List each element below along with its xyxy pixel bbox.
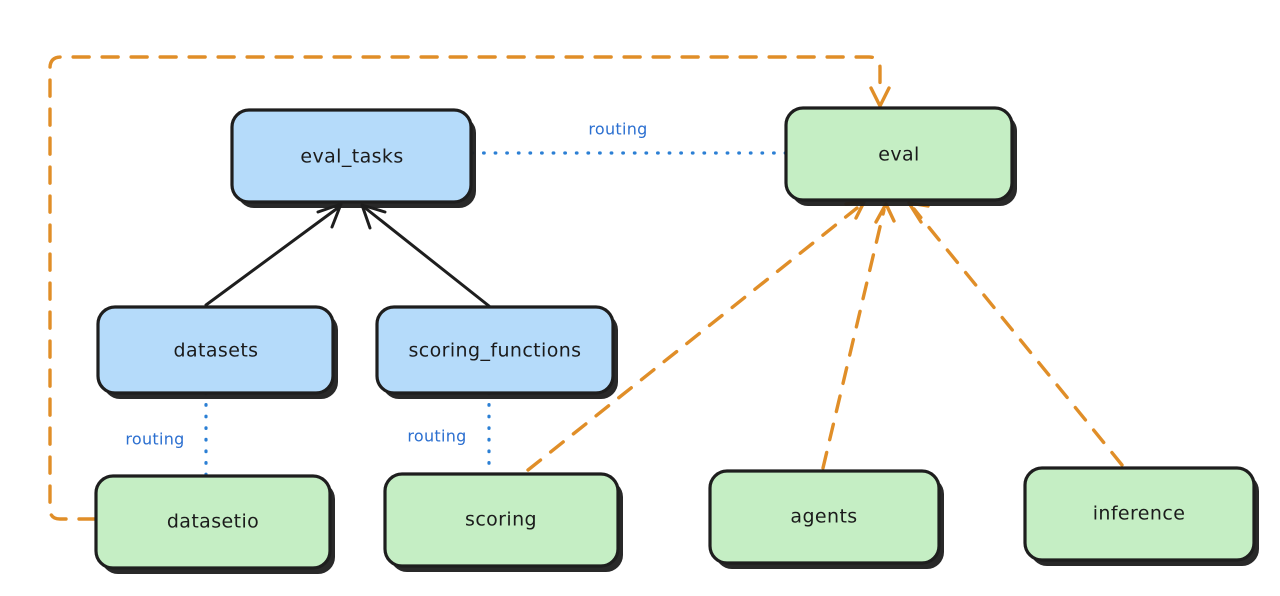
node-datasets-label: datasets [174,340,259,362]
edge-path-scoringfunctions-evaltasks [362,205,491,308]
edge-scoringfunctions-to-evaltasks [360,203,491,308]
node-inference-label: inference [1093,503,1186,525]
edge-label-routing-middle: routing [407,427,466,446]
node-scoring[interactable]: scoring [383,472,623,572]
edge-path-datasets-evaltasks [204,205,341,307]
node-agents[interactable]: agents [708,469,944,569]
edge-datasets-to-evaltasks [204,202,343,307]
edge-label-layer: routing routing routing [125,120,647,449]
node-eval-tasks-label: eval_tasks [300,146,403,168]
node-datasetio-label: datasetio [167,511,259,533]
node-scoring-functions[interactable]: scoring_functions [375,305,618,399]
node-eval[interactable]: eval [784,106,1017,206]
node-scoring-functions-label: scoring_functions [409,340,582,362]
node-agents-body [708,469,941,565]
arrowhead-datasetio-eval [869,86,891,108]
node-inference[interactable]: inference [1023,466,1259,566]
node-eval-body [784,106,1014,202]
edge-label-routing-left: routing [125,430,184,449]
node-layer: eval_tasks eval datasets scoring_functio… [94,106,1259,574]
node-datasets-body [96,305,335,395]
node-agents-label: agents [790,506,857,528]
node-scoring-functions-body [375,305,615,395]
edge-agents-to-eval [821,202,896,470]
node-datasets[interactable]: datasets [96,305,338,399]
edge-inference-to-eval [907,201,1124,467]
edge-label-routing-top: routing [588,120,647,139]
edge-path-datasetio-eval [48,55,882,521]
node-inference-body [1023,466,1256,562]
node-scoring-label: scoring [465,509,537,531]
node-eval-label: eval [878,144,919,166]
node-eval-tasks-body [230,108,473,204]
edge-datasetio-to-eval [48,55,891,521]
node-datasetio[interactable]: datasetio [94,474,335,574]
edge-path-inference-eval [912,207,1124,467]
edge-path-agents-eval [821,208,886,470]
edge-path-scoring-eval [526,206,859,472]
node-datasetio-body [94,474,332,570]
node-eval-tasks[interactable]: eval_tasks [230,108,476,208]
node-scoring-body [383,472,620,568]
